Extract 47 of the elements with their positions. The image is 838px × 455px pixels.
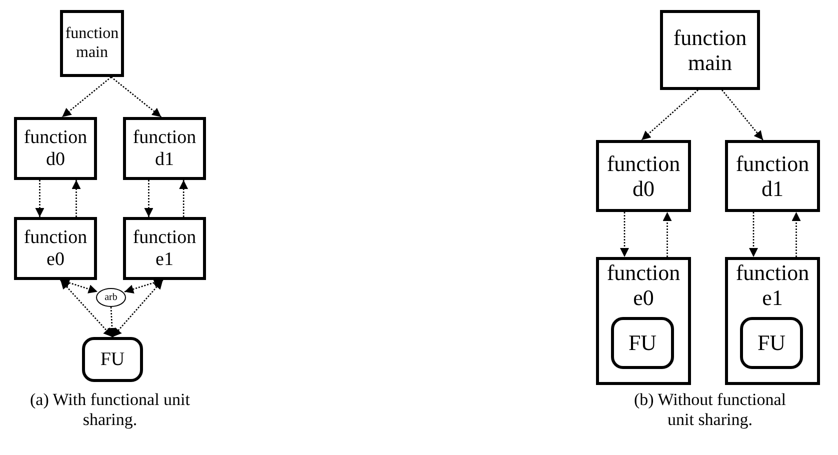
arrow (620, 212, 629, 257)
node-label: FU (757, 330, 786, 356)
node-label: function e0 (606, 260, 682, 311)
function-box (596, 257, 691, 385)
arrow (124, 278, 164, 294)
arrow (60, 278, 98, 294)
function-box (14, 117, 97, 180)
node-label: function d0 (22, 126, 88, 170)
arrow (110, 76, 162, 118)
function-box (660, 10, 760, 90)
node-label: arb (104, 292, 118, 304)
arrow (35, 180, 44, 217)
arrow (792, 212, 801, 257)
arrow (662, 212, 672, 257)
node-label: function d1 (734, 150, 810, 202)
arrow (62, 76, 112, 118)
arrow (179, 180, 188, 217)
node-label: function e0 (22, 226, 88, 270)
arrow (72, 180, 81, 217)
function-box (725, 140, 820, 212)
arrow (60, 280, 113, 338)
node-label: function e1 (734, 260, 810, 311)
functional-unit-box (611, 317, 674, 369)
figure-caption: (a) With functional unit sharing. (30, 390, 190, 431)
figure-caption: (b) Without functional unit sharing. (633, 390, 787, 431)
arrow (112, 280, 164, 338)
node-label: function e1 (132, 226, 198, 270)
node-label: function main (64, 25, 120, 62)
function-box (123, 117, 206, 180)
arrow (144, 180, 154, 217)
node-label: FU (628, 330, 657, 356)
node-label: function main (672, 24, 748, 76)
arrow (749, 212, 758, 257)
arbiter-ellipse (96, 288, 126, 307)
arrow (108, 306, 117, 338)
functional-unit-box (740, 317, 803, 369)
function-box (14, 217, 97, 280)
function-box (123, 217, 206, 280)
node-label: FU (100, 348, 125, 370)
node-label: function d0 (606, 150, 682, 202)
function-box (725, 257, 820, 385)
function-box (60, 10, 124, 77)
arrow (722, 90, 764, 140)
functional-unit-box (82, 337, 143, 382)
function-box (596, 140, 691, 212)
arrow (641, 90, 698, 140)
node-label: function d1 (132, 126, 198, 170)
